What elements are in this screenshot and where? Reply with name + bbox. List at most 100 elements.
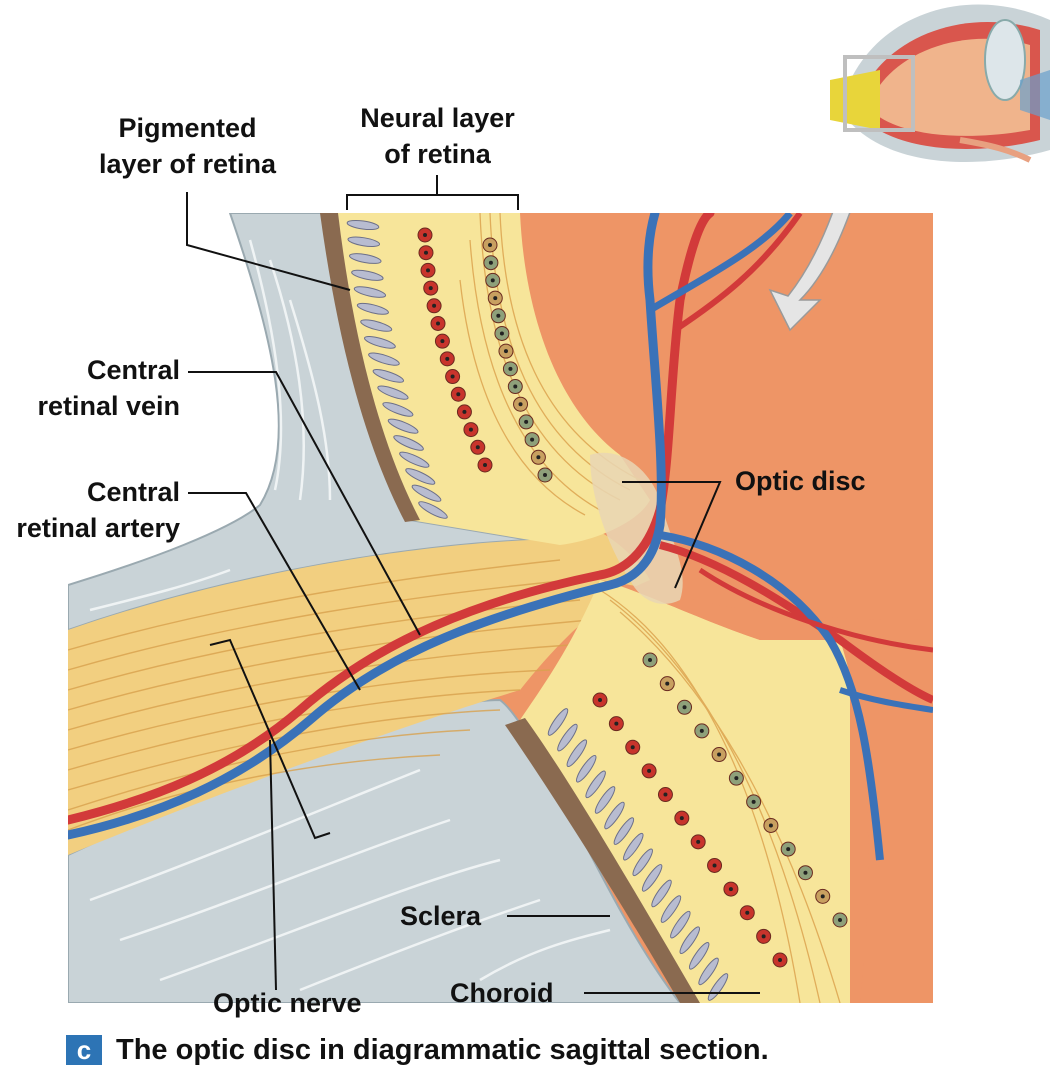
inset-highlight-box <box>843 55 915 132</box>
neuron-nucleus <box>728 887 733 892</box>
neuron-nucleus <box>648 658 652 662</box>
neuron-nucleus <box>423 250 428 255</box>
neuron-nucleus <box>456 392 461 397</box>
figure-caption: c The optic disc in diagrammatic sagitta… <box>66 1030 769 1070</box>
photoreceptor-cell <box>347 236 381 247</box>
photoreceptor-cell <box>698 957 719 986</box>
caption-badge: c <box>66 1035 102 1065</box>
pigmented-layer-upper <box>320 213 420 522</box>
label-artery-line1: Central <box>86 477 180 507</box>
optic-disc-mound <box>590 452 683 604</box>
neuron-nucleus <box>712 863 717 868</box>
caption-text: The optic disc in diagrammatic sagittal … <box>116 1033 769 1066</box>
neuron-nucleus <box>778 958 782 962</box>
neuron-nucleus <box>475 445 480 450</box>
photoreceptor-cell <box>585 770 606 799</box>
neuron-nucleus <box>786 847 791 852</box>
neuron-nucleus <box>665 681 670 686</box>
photoreceptor-cell <box>575 754 597 783</box>
label-artery-line2: retinal artery <box>16 513 180 543</box>
sagittal-section-panel <box>68 213 933 1003</box>
label-optic-nerve: Optic nerve <box>213 985 362 1021</box>
eye-inset <box>830 4 1050 163</box>
neuron-nucleus <box>499 331 504 336</box>
photoreceptor-cell <box>411 484 442 502</box>
photoreceptor-cell <box>670 910 691 939</box>
neuron-nucleus <box>598 698 602 702</box>
label-neural-line2: of retina <box>384 139 491 169</box>
neuron-nucleus <box>423 233 427 237</box>
label-optic-disc-text: Optic disc <box>735 466 866 496</box>
label-central-retinal-vein: Central retinal vein <box>0 352 180 424</box>
photoreceptor-cell <box>360 319 393 332</box>
label-choroid: Choroid <box>450 975 553 1011</box>
photoreceptor-cell <box>351 269 384 281</box>
neuron-nucleus <box>490 278 495 283</box>
neuron-nucleus <box>513 384 518 389</box>
neuron-nucleus <box>503 349 508 354</box>
neuron-nucleus <box>518 402 523 407</box>
neuron-nucleus <box>462 409 467 414</box>
neuron-nucleus <box>682 705 687 710</box>
photoreceptor-cell <box>353 286 387 298</box>
neuron-nucleus <box>483 463 487 467</box>
label-vein-line2: retinal vein <box>37 391 180 421</box>
neuron-nucleus <box>647 768 652 773</box>
label-sclera: Sclera <box>400 898 481 934</box>
neuron-nucleus <box>445 356 450 361</box>
photoreceptor-cell <box>660 895 682 923</box>
photoreceptor-cell <box>405 468 436 485</box>
photoreceptor-cell <box>557 723 578 752</box>
photoreceptor-cell <box>679 926 701 955</box>
photoreceptor-cell <box>688 942 710 970</box>
photoreceptor-cell <box>364 335 396 349</box>
photoreceptor-cell <box>566 739 588 767</box>
central-retinal-artery-vessel <box>68 213 715 825</box>
photoreceptor-cell <box>349 253 382 264</box>
neuron-nucleus <box>493 296 498 301</box>
neuron-nucleus <box>663 792 668 797</box>
photoreceptor-cell <box>356 302 389 315</box>
photoreceptor-cell <box>387 418 419 434</box>
neuron-nucleus <box>745 910 750 915</box>
pigmented-layer-lower <box>505 718 700 1003</box>
neuron-nucleus <box>496 313 501 318</box>
neuron-nucleus <box>488 243 492 247</box>
neuron-nucleus <box>696 839 701 844</box>
neuron-nucleus <box>468 427 473 432</box>
neuron-nucleus <box>426 268 431 273</box>
neuron-nucleus <box>524 419 529 424</box>
neuron-nucleus <box>536 455 541 460</box>
zoom-arrow <box>768 213 851 332</box>
photoreceptor-cell <box>382 402 414 417</box>
photoreceptor-cell <box>623 832 644 861</box>
neuron-nucleus <box>761 934 766 939</box>
photoreceptor-cell <box>594 786 616 814</box>
label-optic-nerve-text: Optic nerve <box>213 988 362 1018</box>
neuron-nucleus <box>630 745 635 750</box>
label-optic-disc: Optic disc <box>735 463 866 499</box>
neuron-nucleus <box>450 374 455 379</box>
label-pigmented-line2: layer of retina <box>98 149 277 179</box>
neuron-nucleus <box>751 799 756 804</box>
neuron-nucleus <box>614 721 619 726</box>
photoreceptor-cell <box>368 352 400 366</box>
neuron-nucleus <box>734 776 739 781</box>
photoreceptor-cell <box>604 801 625 830</box>
neuron-nucleus <box>679 816 684 821</box>
photoreceptor-cell <box>399 451 430 468</box>
photoreceptor-cell <box>393 435 424 451</box>
neuron-nucleus <box>838 918 842 922</box>
photoreceptor-cell <box>547 708 569 736</box>
neuron-nucleus <box>699 728 704 733</box>
neuron-nucleus <box>803 870 808 875</box>
neuron-nucleus <box>440 339 445 344</box>
leader-lines <box>186 175 760 994</box>
neuron-nucleus <box>543 473 547 477</box>
neuron-nucleus <box>488 260 493 265</box>
label-neural-line1: Neural layer <box>360 103 515 133</box>
photoreceptor-cell <box>346 219 380 231</box>
neuron-nucleus <box>436 321 441 326</box>
neuron-nucleus <box>717 752 722 757</box>
